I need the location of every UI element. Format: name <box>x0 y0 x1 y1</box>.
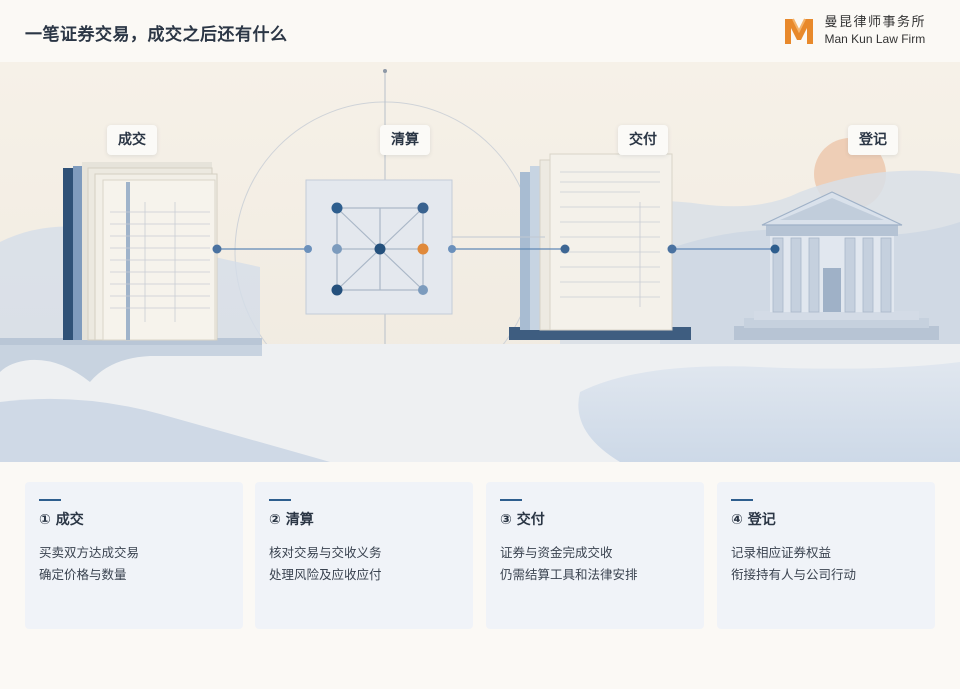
stage-label-clearing: 清算 <box>380 125 430 155</box>
card-accent-bar <box>269 499 291 501</box>
card-title: ③ 交付 <box>500 512 545 528</box>
registry-building-icon <box>734 191 939 340</box>
card-delivery: ③ 交付 证券与资金完成交收 仍需结算工具和法律安排 <box>486 482 704 629</box>
delivery-documents-icon <box>509 153 691 340</box>
brand: 曼昆律师事务所 Man Kun Law Firm <box>782 14 926 48</box>
stage-label-delivery: 交付 <box>618 125 668 155</box>
flow-diagram <box>0 62 960 462</box>
firm-logo-icon <box>785 18 814 44</box>
card-accent-bar <box>500 499 522 501</box>
stage-label-registration: 登记 <box>848 125 898 155</box>
card-title: ④ 登记 <box>731 512 776 528</box>
card-text: 核对交易与交收义务 <box>269 545 382 560</box>
clearing-grid-icon <box>305 179 453 315</box>
stage-label-trade: 成交 <box>107 125 157 155</box>
card-text: 处理风险及应收应付 <box>269 567 382 582</box>
brand-name-en: Man Kun Law Firm <box>824 32 926 46</box>
card-registration: ④ 登记 记录相应证券权益 衔接持有人与公司行动 <box>717 482 935 629</box>
card-title: ① 成交 <box>39 512 84 528</box>
stage-cards: ① 成交 买卖双方达成交易 确定价格与数量 ② 清算 核对交易与交收义务 处理风… <box>0 462 960 689</box>
process-illustration: 成交 清算 交付 登记 <box>0 62 960 462</box>
page-title: 一笔证券交易，成交之后还有什么 <box>25 25 288 45</box>
card-text: 证券与资金完成交收 <box>500 545 613 560</box>
flow-connector <box>212 236 780 254</box>
card-text: 仍需结算工具和法律安排 <box>500 567 638 582</box>
header: 一笔证券交易，成交之后还有什么 曼昆律师事务所 Man Kun Law Firm <box>0 0 960 62</box>
card-accent-bar <box>39 499 61 501</box>
card-trade: ① 成交 买卖双方达成交易 确定价格与数量 <box>25 482 243 629</box>
card-text: 买卖双方达成交易 <box>39 545 140 560</box>
trade-documents-icon <box>63 162 218 341</box>
card-text: 记录相应证券权益 <box>731 545 832 560</box>
card-text: 衔接持有人与公司行动 <box>731 567 857 582</box>
card-clearing: ② 清算 核对交易与交收义务 处理风险及应收应付 <box>255 482 473 629</box>
card-accent-bar <box>731 499 753 501</box>
card-title: ② 清算 <box>269 512 314 528</box>
brand-name-cn: 曼昆律师事务所 <box>824 15 926 30</box>
card-text: 确定价格与数量 <box>39 567 127 582</box>
